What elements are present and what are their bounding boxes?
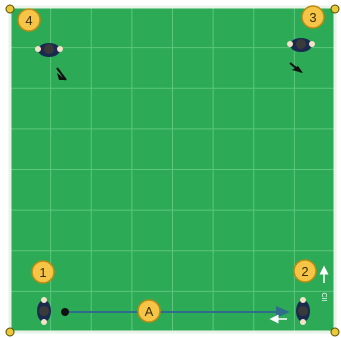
action-badge-a: A [138, 300, 160, 322]
player-1-number: 1 [39, 265, 46, 280]
corner-marker-bottom-right [331, 328, 339, 336]
corner-marker-top-left [6, 5, 14, 13]
player-4-number: 4 [25, 13, 32, 28]
player-2-number: 2 [301, 264, 308, 279]
text-mark: CII [320, 293, 327, 302]
player-3-number: 3 [309, 10, 316, 25]
corner-marker-top-right [331, 5, 339, 13]
ball [61, 308, 69, 316]
corner-marker-bottom-left [6, 328, 14, 336]
action-label: A [145, 304, 154, 319]
